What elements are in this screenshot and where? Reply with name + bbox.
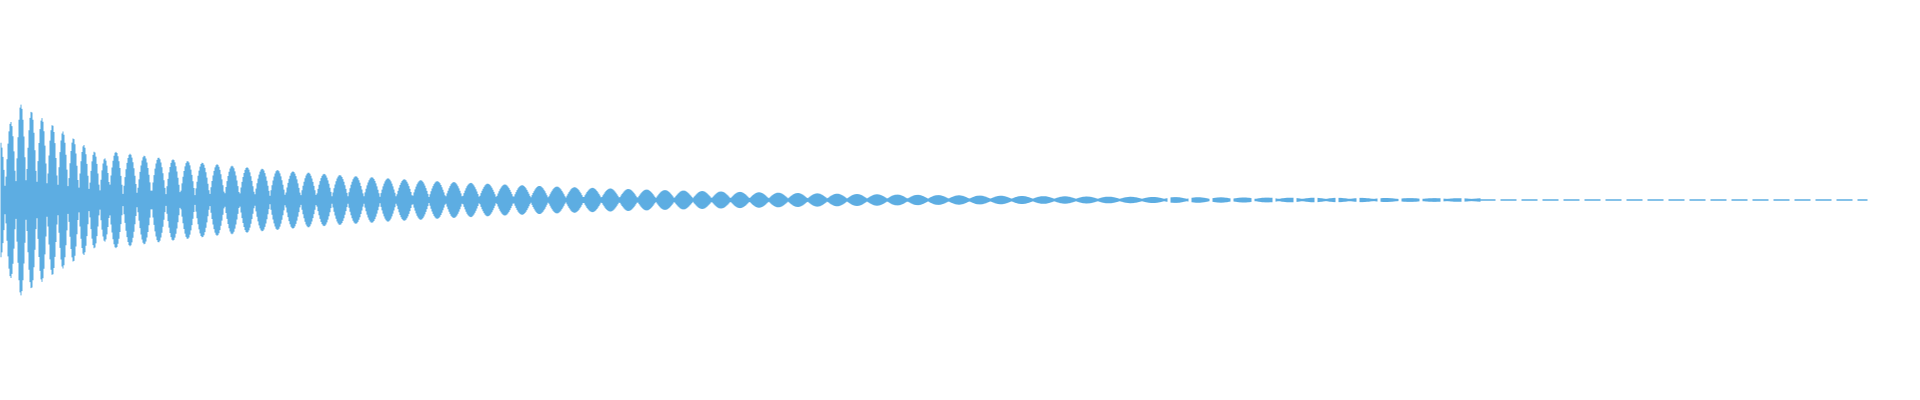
waveform-trace bbox=[0, 104, 1868, 296]
